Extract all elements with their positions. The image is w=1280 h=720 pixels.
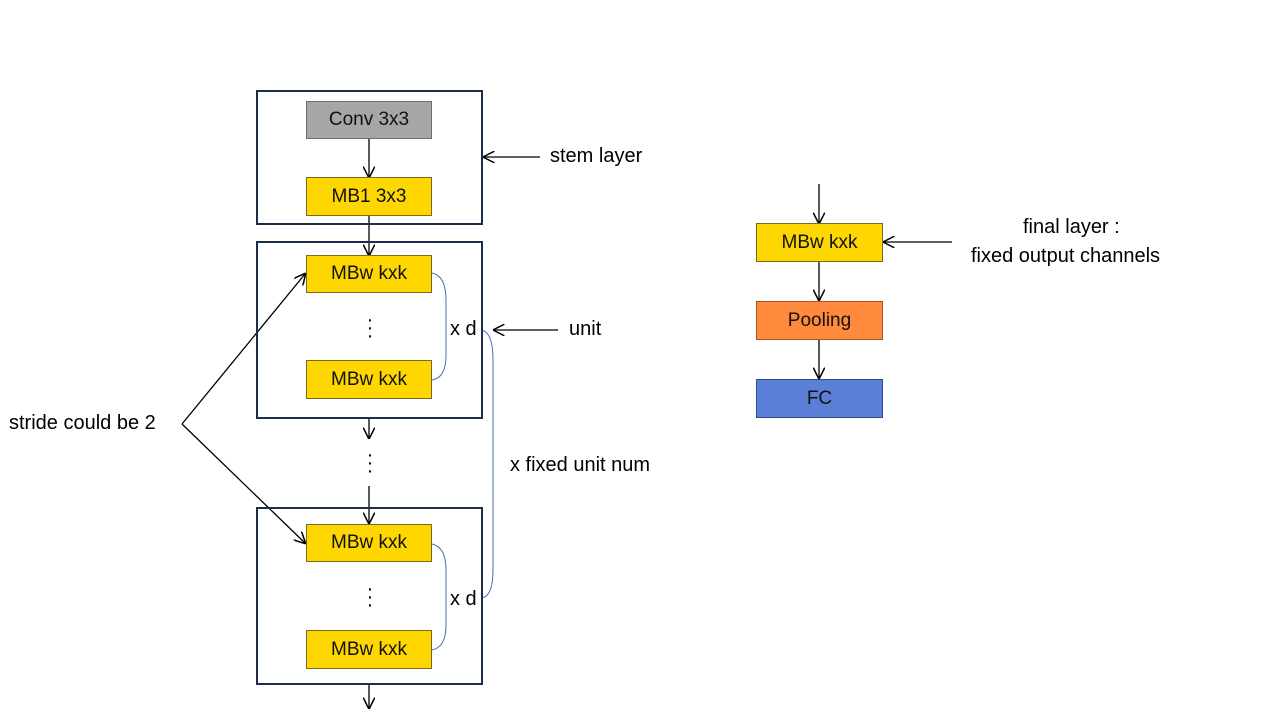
stem-group: [256, 90, 483, 225]
units-ellipsis: ···: [366, 444, 374, 482]
unit1-last-block: MBw kxk: [306, 360, 432, 399]
unit-annotation: unit: [569, 318, 602, 340]
unit-group-1: [256, 241, 483, 419]
conv-block: Conv 3x3: [306, 101, 432, 139]
pooling-block: Pooling: [756, 301, 883, 340]
unit1-first-block: MBw kxk: [306, 255, 432, 293]
unit2-last-block: MBw kxk: [306, 630, 432, 669]
units-repeat-label: x fixed unit num: [510, 454, 651, 476]
unit2-ellipsis: ···: [366, 578, 374, 616]
brace-units: [481, 329, 494, 599]
final-annotation-line2: fixed output channels: [971, 245, 1161, 267]
arrow-stride-to-unit1: [181, 274, 305, 425]
mb1-block: MB1 3x3: [306, 177, 432, 216]
unit1-repeat-label: x d: [450, 318, 477, 340]
unit2-repeat-label: x d: [450, 588, 477, 610]
fc-block: FC: [756, 379, 883, 418]
brace-unit1: [431, 272, 447, 381]
arrow-stride-to-unit2: [181, 423, 305, 543]
unit1-ellipsis: ···: [366, 309, 374, 347]
final-block: MBw kxk: [756, 223, 883, 262]
stride-annotation: stride could be 2: [9, 412, 156, 434]
stem-annotation: stem layer: [550, 145, 643, 167]
unit-group-2: [256, 507, 483, 685]
brace-unit2: [431, 543, 447, 651]
final-annotation-line1: final layer :: [1023, 216, 1120, 238]
unit2-first-block: MBw kxk: [306, 524, 432, 562]
